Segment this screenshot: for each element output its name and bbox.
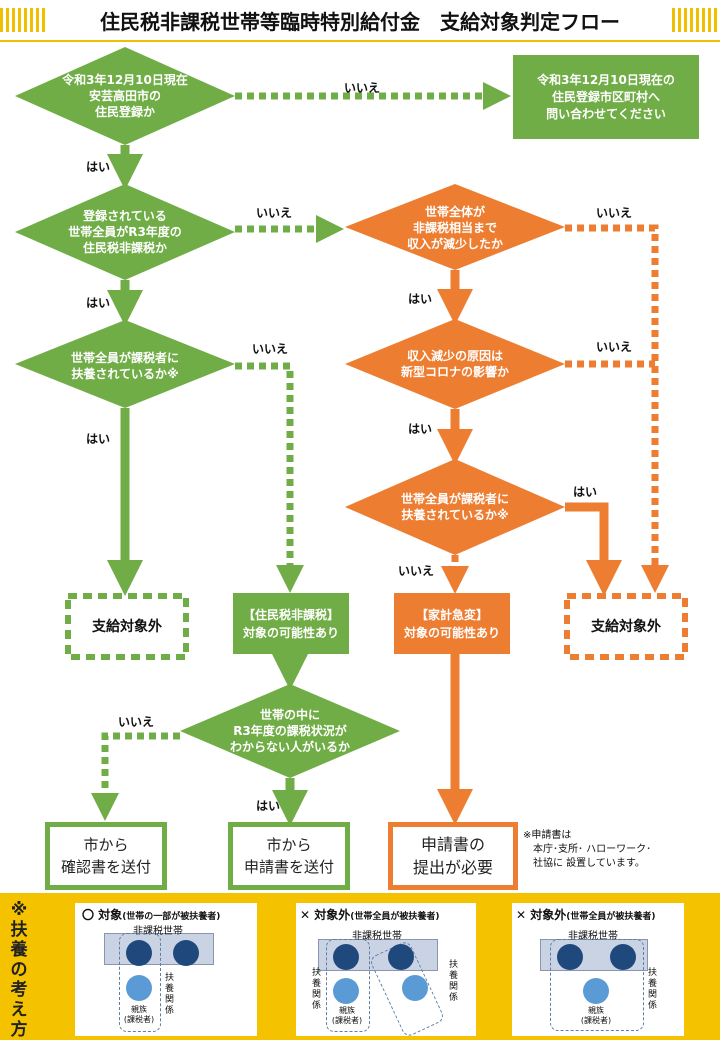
note-text: ※申請書は 本庁･支所･ ハローワーク･ 社協に 設置しています。	[523, 830, 652, 869]
card-1-mark: 〇 対象	[82, 908, 123, 922]
q4-text: 世帯の中に R3年度の課税状況が わからない人がいるか	[229, 708, 350, 754]
o2-text: 収入減少の原因は 新型コロナの影響か	[400, 349, 509, 379]
label-yes-o2: はい	[408, 422, 433, 436]
card-1-relative-label: 親族 (課税者)	[123, 1005, 155, 1024]
card-1-relative-dot	[126, 975, 152, 1001]
box-final-apply: 市から 申請書を送付	[228, 822, 350, 890]
legend-heading: ※扶養の考え方	[10, 900, 28, 1040]
card-3-relative-label: 親族 (課税者)	[580, 1006, 612, 1025]
card-2-relative-label-1: 親族 (課税者)	[331, 1006, 363, 1025]
card-2-relation-frame-1	[326, 939, 370, 1032]
arrow-o1-outright	[565, 224, 669, 593]
box-out-right-frame	[564, 593, 688, 660]
diamond-q2	[15, 184, 235, 280]
o1-text: 世帯全体が 非課税相当まで 収入が減少したか	[406, 205, 503, 251]
card-3-sub: (世帯全員が被扶養者)	[566, 912, 656, 922]
arrow-q4-confirm	[91, 732, 180, 821]
box-out-right: 支給対象外	[591, 618, 661, 635]
label-no-o1: いいえ	[596, 206, 633, 220]
box-target-orange: 【家計急変】 対象の可能性あり	[394, 593, 510, 654]
card-2-relative-dot-2	[402, 975, 428, 1001]
page-title-text: 住民税非課税世帯等臨時特別給付金 支給対象判定フロー	[100, 9, 620, 34]
q3-text: 世帯全員が課税者に 扶養されているか※	[70, 351, 179, 381]
box-target-green: 【住民税非課税】 対象の可能性あり	[233, 593, 349, 654]
box-out-left: 支給対象外	[92, 618, 162, 635]
diamond-q1	[15, 47, 235, 145]
diamond-o1	[345, 184, 565, 270]
box-out-left-frame	[65, 593, 189, 660]
card-1-member-dot-1	[126, 940, 152, 966]
label-yes-q1: はい	[86, 160, 111, 174]
card-1-relation-frame	[119, 933, 161, 1032]
card-3-member-dot-2	[610, 944, 636, 970]
diamond-q3	[15, 320, 235, 408]
flow-diagram	[15, 47, 688, 826]
label-yes-q4: はい	[256, 799, 281, 813]
card-1-sub: (世帯の一部が被扶養者)	[122, 912, 221, 922]
card-2-relative-dot-1	[333, 978, 359, 1004]
card-2-title: ✕ 対象外(世帯全員が被扶養者)	[300, 906, 439, 923]
label-yes-o3: はい	[573, 485, 598, 499]
label-no-o3: いいえ	[398, 564, 435, 578]
card-3-member-dot-1	[557, 944, 583, 970]
title-stripe-left	[0, 8, 48, 32]
label-no-q3: いいえ	[252, 342, 289, 356]
card-2-relation-label-1: 扶養関係	[311, 968, 321, 1011]
o3-text: 世帯全員が課税者に 扶養されているか※	[400, 492, 509, 522]
label-no-q1: いいえ	[344, 81, 381, 95]
title-stripe-right	[672, 8, 720, 32]
label-yes-q3: はい	[86, 432, 111, 446]
contact-box: 令和3年12月10日現在の 住民登録市区町村へ 問い合わせてください	[513, 55, 699, 139]
card-3-title: ✕ 対象外(世帯全員が被扶養者)	[516, 906, 655, 923]
arrow-q3-target	[235, 362, 304, 593]
card-3-relation-frame	[550, 939, 644, 1031]
box-final-confirm: 市から 確認書を送付	[45, 822, 167, 890]
card-3-relative-dot	[583, 978, 609, 1004]
diamond-q4	[180, 684, 400, 778]
card-3-household-label: 非課税世帯	[568, 931, 618, 942]
label-no-q4: いいえ	[118, 715, 155, 729]
label-no-q2: いいえ	[256, 206, 293, 220]
box-final-submit: 申請書の 提出が必要	[388, 822, 518, 890]
diamond-o2	[345, 319, 565, 409]
label-yes-q2: はい	[86, 296, 111, 310]
card-3-relation-label: 扶養関係	[647, 968, 657, 1011]
card-2-sub: (世帯全員が被扶養者)	[350, 912, 440, 922]
label-no-o2: いいえ	[596, 340, 633, 354]
card-2-member-dot-2	[388, 944, 414, 970]
label-yes-o1: はい	[408, 292, 433, 306]
page-title: 住民税非課税世帯等臨時特別給付金 支給対象判定フロー	[0, 0, 720, 42]
diamond-o3	[345, 459, 565, 555]
card-1-member-dot-2	[173, 940, 199, 966]
legend-card-1	[75, 903, 257, 1036]
card-1-household-label: 非課税世帯	[133, 926, 183, 937]
card-2-member-dot-1	[333, 944, 359, 970]
card-2-household-label: 非課税世帯	[352, 931, 402, 942]
card-3-mark: ✕ 対象外	[516, 908, 567, 922]
q2-text: 登録されている 世帯全員がR3年度の 住民税非課税か	[68, 209, 182, 255]
card-1-title: 〇 対象(世帯の一部が被扶養者)	[82, 906, 220, 923]
card-2-mark: ✕ 対象外	[300, 908, 351, 922]
arrow-o3-outright	[565, 502, 622, 596]
card-2-relation-label-2: 扶養関係	[448, 960, 458, 1003]
q1-text: 令和3年12月10日現在 安芸高田市の 住民登録か	[62, 73, 188, 119]
card-1-relation-label: 扶養関係	[164, 973, 174, 1016]
